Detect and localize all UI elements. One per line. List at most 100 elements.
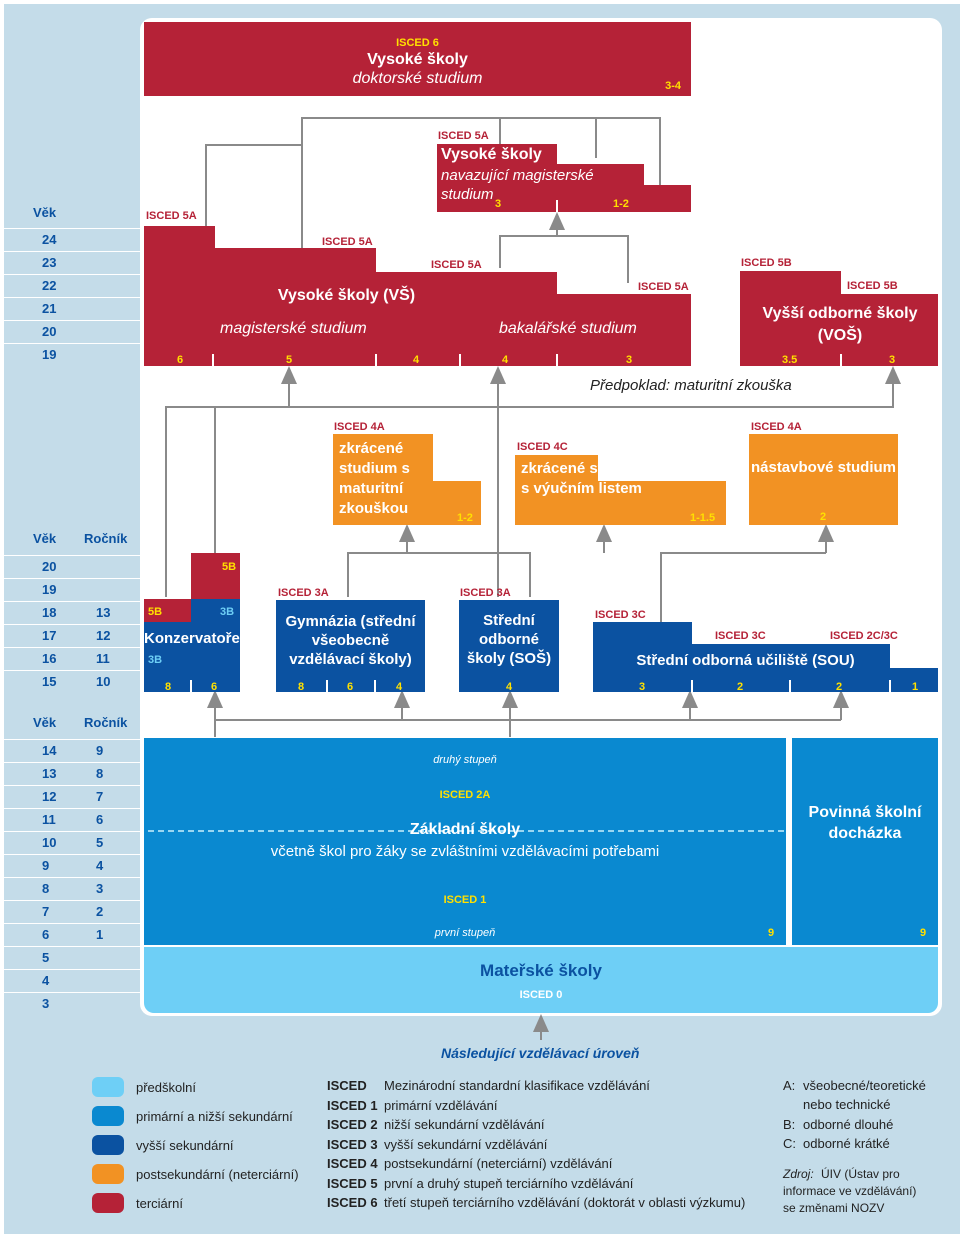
age-row: 20 [4, 320, 140, 343]
isced-label: ISCED 4C [517, 441, 568, 453]
legend-label: postsekundární (neterciární) [136, 1167, 299, 1182]
legend-swatch-upper-secondary [92, 1135, 124, 1155]
isced-label: ISCED 5A [146, 210, 197, 222]
legend-swatch-preschool [92, 1077, 124, 1097]
age-value: 24 [42, 232, 57, 247]
age-row: 14 9 [4, 739, 140, 762]
age-row: 4 [4, 969, 140, 992]
compulsory-box: Povinná školní docházka 9 [792, 738, 938, 945]
legend-swatch-primary [92, 1106, 124, 1126]
gymnasium-box: Gymnázia (střední všeobecně vzdělávací š… [276, 600, 425, 692]
age-value: 16 [42, 651, 57, 666]
age-row: 24 [4, 228, 140, 251]
duration-years: 1 [912, 681, 919, 693]
duration-years: 1-2 [457, 512, 473, 524]
definition-key: ISCED 2 [327, 1117, 378, 1132]
age-value: 19 [42, 347, 57, 362]
duration-years: 2 [836, 681, 843, 693]
age-value: 15 [42, 674, 57, 689]
definition-key: ISCED [327, 1078, 367, 1093]
legend-swatch-tertiary [92, 1193, 124, 1213]
doctoral-title: Vysoké školy [367, 51, 468, 68]
isced-label: ISCED 5B [741, 257, 792, 269]
isced-label: ISCED 3A [460, 587, 511, 599]
gymnasium-title: Gymnázia (střední všeobecně vzdělávací š… [285, 613, 416, 668]
age-value: 13 [42, 766, 57, 781]
follow-up-box: nástavbové studium 2 [749, 434, 898, 525]
duration-years: 9 [768, 927, 775, 939]
isced-label: ISCED 5A [438, 130, 489, 142]
age-value: 8 [42, 881, 50, 896]
legend-label: terciární [136, 1196, 183, 1211]
age-value: 18 [42, 605, 57, 620]
grade-header: Ročník [84, 531, 128, 546]
first-stage-label: první stupeň [434, 927, 496, 939]
grade-value: 9 [96, 743, 104, 758]
letter-value: nebo technické [803, 1097, 891, 1112]
age-row: 21 [4, 297, 140, 320]
source-label: Zdroj: [783, 1167, 814, 1181]
definition-value: Mezinárodní standardní klasifikace vzděl… [384, 1078, 650, 1093]
isced-0-label: ISCED 0 [519, 989, 563, 1001]
duration-years: 4 [502, 354, 509, 366]
basic-school-subtitle: včetně škol pro žáky se zvláštními vzděl… [270, 843, 660, 860]
isced-label: ISCED 5B [847, 280, 898, 292]
isced-label: ISCED 3C [595, 609, 646, 621]
age-value: 14 [42, 743, 57, 758]
age-header: Věk [33, 715, 57, 730]
grade-value: 6 [96, 812, 104, 827]
age-value: 21 [42, 301, 57, 316]
doctoral-box: ISCED 6 Vysoké školy doktorské studium 3… [144, 22, 691, 96]
grade-value: 4 [96, 858, 104, 873]
definition-key: ISCED 1 [327, 1098, 378, 1113]
duration-years: 5 [286, 354, 293, 366]
duration-years: 3-4 [665, 80, 681, 92]
conservatory-title: Konzervatoře [144, 630, 240, 647]
letter-value: všeobecné/teoretické [803, 1078, 926, 1093]
university-bachelor-label: bakalářské studium [499, 320, 637, 337]
duration-years: 4 [506, 681, 513, 693]
university-master-label: magisterské studium [220, 320, 367, 337]
duration-years: 3 [639, 681, 646, 693]
legend-label: primární a nižší sekundární [136, 1109, 293, 1124]
duration-years: 2 [737, 681, 744, 693]
age-value: 22 [42, 278, 57, 293]
isced-label: ISCED 3A [278, 587, 329, 599]
age-value: 10 [42, 835, 57, 850]
age-value: 5 [42, 950, 50, 965]
definition-value: první a druhý stupeň terciárního vzděláv… [384, 1176, 634, 1191]
grade-value: 1 [96, 927, 104, 942]
age-row: 23 [4, 251, 140, 274]
duration-years: 3 [626, 354, 633, 366]
second-stage-label: druhý stupeň [433, 754, 497, 766]
grade-value: 10 [96, 674, 111, 689]
age-row: 3 [4, 992, 140, 1015]
short-maturita-title: zkrácené studium s maturitní zkouškou [339, 440, 410, 517]
duration-years: 3 [889, 354, 896, 366]
source-text: ÚIV (Ústav pro [821, 1167, 900, 1181]
isced-label: ISCED 5A [431, 259, 482, 271]
duration-years: 3.5 [782, 354, 798, 366]
grade-value: 13 [96, 605, 111, 620]
sos-title: Střední odborné školy (SOŠ) [466, 612, 552, 667]
legend-swatch-post-secondary [92, 1164, 124, 1184]
letter-key: B: [783, 1117, 796, 1132]
age-row: 20 [4, 555, 140, 578]
duration-years: 4 [413, 354, 420, 366]
master-follow-subtitle: navazující magisterské studium [441, 167, 594, 203]
letter-key: C: [783, 1136, 796, 1151]
